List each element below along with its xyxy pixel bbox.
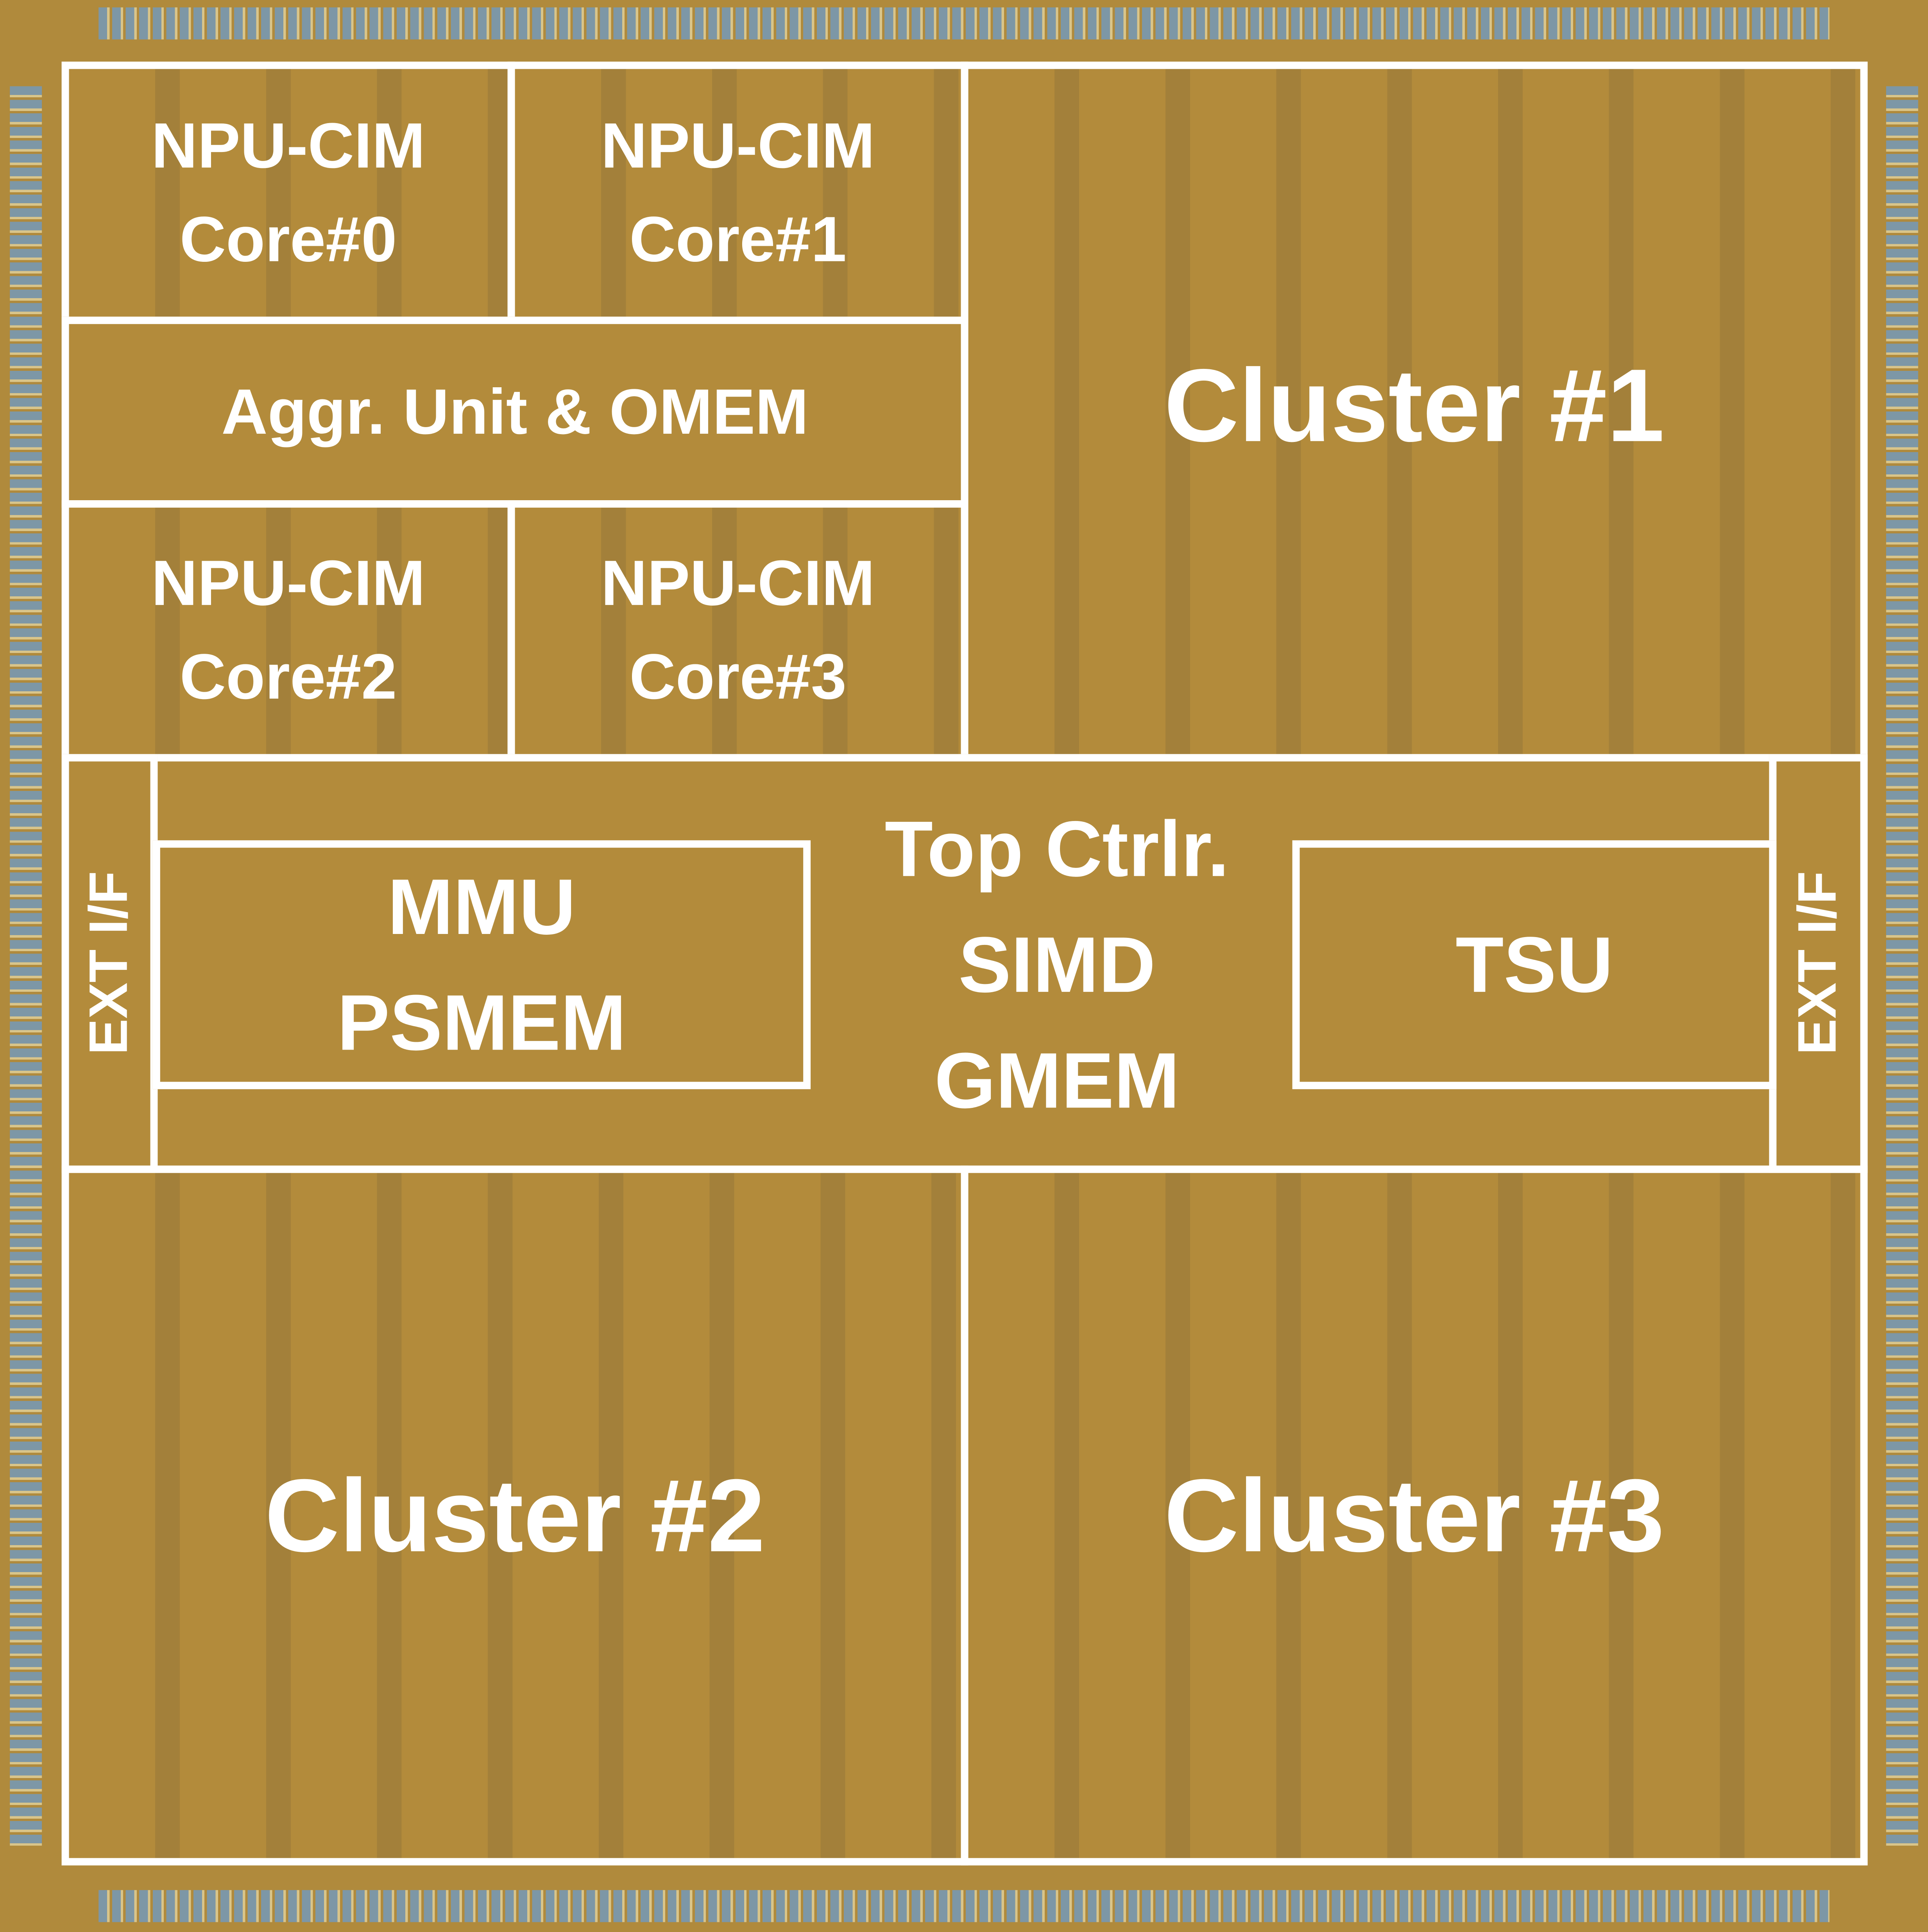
core-label: NPU-CIM [601, 548, 875, 620]
mmu-label: MMU [387, 862, 576, 952]
tsu: TSU [1292, 840, 1777, 1089]
aggr-unit-omem: Aggr. Unit & OMEM [61, 317, 968, 508]
core-label: Core#2 [179, 642, 397, 714]
top-ctrlr-simd-gmem: Top Ctrlr. SIMD GMEM [813, 791, 1301, 1138]
cluster-2: Cluster #2 [61, 1165, 968, 1866]
npu-cim-core-3: NPU-CIM Core#3 [507, 500, 968, 762]
io-pads-right [1886, 86, 1918, 1846]
aggr-label: Aggr. Unit & OMEM [221, 376, 809, 448]
npu-cim-core-0: NPU-CIM Core#0 [61, 61, 515, 324]
top-ctrlr-label: Top Ctrlr. [884, 804, 1230, 893]
io-pads-bottom [98, 1890, 1830, 1922]
gmem-label: GMEM [934, 1036, 1180, 1125]
core-label: Core#1 [629, 204, 847, 275]
mmu-psmem: MMU PSMEM [152, 840, 811, 1089]
ext-if-left: EXT I/F [61, 754, 158, 1173]
cluster-label: Cluster #3 [1164, 1457, 1665, 1573]
core-label: NPU-CIM [601, 110, 875, 182]
simd-label: SIMD [958, 920, 1156, 1009]
cluster-label: Cluster #2 [265, 1457, 765, 1573]
ext-if-label: EXT I/F [79, 871, 140, 1055]
npu-cim-core-2: NPU-CIM Core#2 [61, 500, 515, 762]
core-label: Core#3 [629, 642, 847, 714]
io-pads-top [98, 7, 1830, 39]
psmem-label: PSMEM [337, 978, 627, 1067]
io-pads-left [10, 86, 42, 1846]
core-label: NPU-CIM [151, 548, 426, 620]
core-label: Core#0 [179, 204, 397, 275]
cluster-label: Cluster #1 [1164, 347, 1665, 463]
tsu-label: TSU [1455, 920, 1613, 1009]
cluster-1: Cluster #1 [961, 61, 1868, 762]
cluster-3: Cluster #3 [961, 1165, 1868, 1866]
ext-if-label: EXT I/F [1787, 871, 1848, 1055]
core-label: NPU-CIM [151, 110, 426, 182]
ext-if-right: EXT I/F [1769, 754, 1868, 1173]
npu-cim-core-1: NPU-CIM Core#1 [507, 61, 968, 324]
